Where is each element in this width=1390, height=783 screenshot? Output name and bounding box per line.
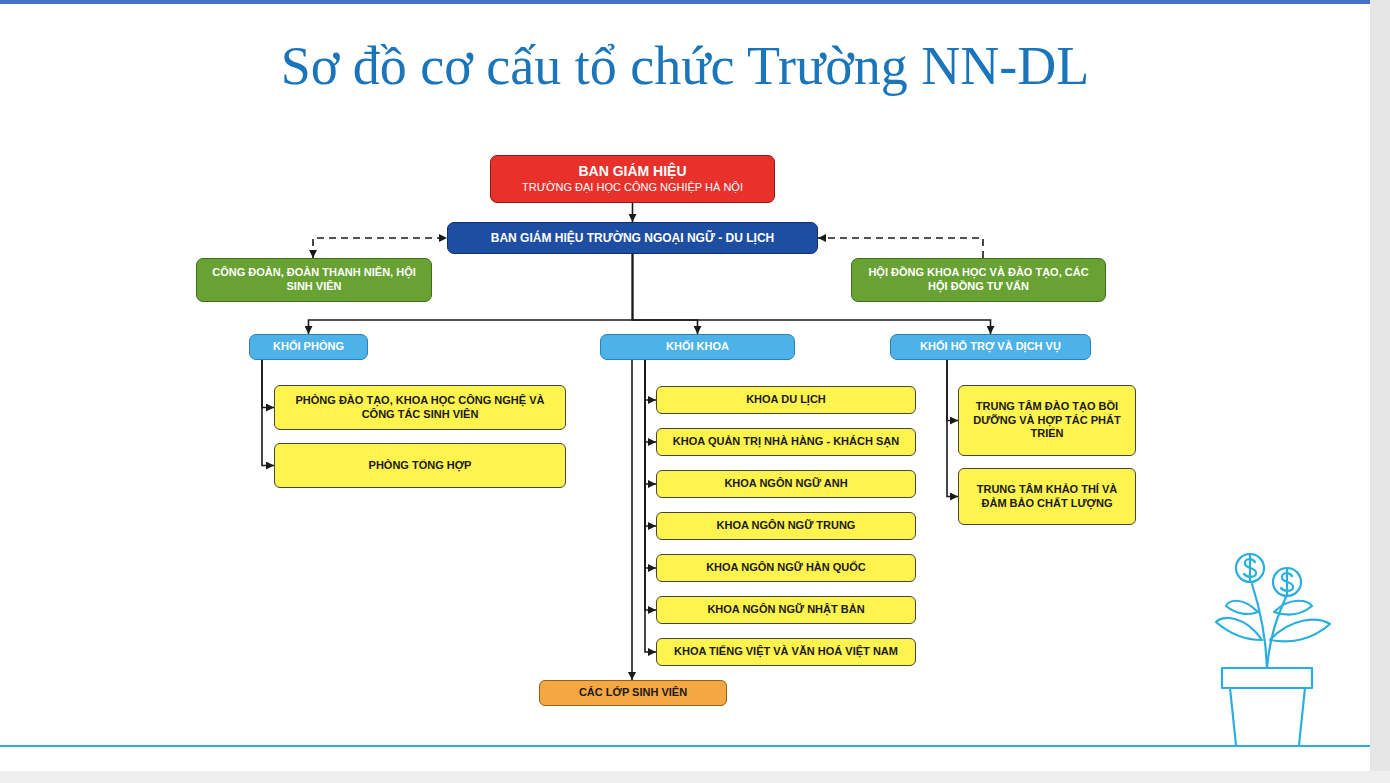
connector-arrow — [645, 360, 656, 400]
connector-arrow — [262, 360, 274, 408]
union-box: CÔNG ĐOÀN, ĐOÀN THANH NIÊN, HỘI SINH VIÊ… — [196, 258, 432, 302]
connector-arrow — [645, 360, 656, 484]
center-box: TRUNG TÂM ĐÀO TẠO BỒI DƯỠNG VÀ HỢP TÁC P… — [958, 385, 1136, 456]
block-header: KHỐI PHÒNG — [249, 334, 368, 360]
money-plant-icon — [1216, 554, 1330, 745]
node-label: KHỐI HỖ TRỢ VÀ DỊCH VỤ — [920, 340, 1061, 354]
faculty-box: KHOA NGÔN NGỮ HÀN QUỐC — [656, 554, 916, 582]
connector-arrow — [645, 360, 656, 568]
connector-arrow — [633, 254, 698, 334]
connector-arrow — [645, 360, 656, 652]
council-box: HỘI ĐỒNG KHOA HỌC VÀ ĐÀO TẠO, CÁC HỘI ĐỒ… — [851, 258, 1106, 302]
faculty-box: KHOA NGÔN NGỮ NHẬT BẢN — [656, 596, 916, 624]
node-subtitle: TRƯỜNG ĐẠI HỌC CÔNG NGHIỆP HÀ NỘI — [522, 181, 743, 195]
node-label: CÔNG ĐOÀN, ĐOÀN THANH NIÊN, HỘI SINH VIÊ… — [205, 266, 423, 294]
office-box: PHÒNG ĐÀO TẠO, KHOA HỌC CÔNG NGHỆ VÀ CÔN… — [274, 385, 566, 430]
node-label: PHÒNG TỔNG HỢP — [369, 459, 472, 473]
bottom-rule — [0, 745, 1370, 747]
node-label: KHOA NGÔN NGỮ NHẬT BẢN — [707, 603, 864, 617]
center-box: TRUNG TÂM KHẢO THÍ VÀ ĐẢM BẢO CHẤT LƯỢNG — [958, 468, 1136, 525]
dashed-connector — [313, 238, 447, 258]
connector-arrow — [645, 360, 656, 526]
block-header: KHỐI KHOA — [600, 334, 795, 360]
faculty-box: KHOA NGÔN NGỮ ANH — [656, 470, 916, 498]
connector-arrow — [631, 360, 633, 680]
faculty-box: KHOA QUẢN TRỊ NHÀ HÀNG - KHÁCH SẠN — [656, 428, 916, 456]
school-board-box: BAN GIÁM HIỆU TRƯỜNG NGOẠI NGỮ - DU LỊCH — [447, 222, 818, 254]
node-label: KHOA QUẢN TRỊ NHÀ HÀNG - KHÁCH SẠN — [673, 435, 899, 449]
node-label: CÁC LỚP SINH VIÊN — [579, 686, 687, 700]
node-label: TRUNG TÂM KHẢO THÍ VÀ ĐẢM BẢO CHẤT LƯỢNG — [967, 483, 1127, 511]
connector-arrow — [947, 360, 958, 421]
side-strip — [1370, 0, 1390, 783]
top-bar — [0, 0, 1370, 4]
top-board-box: BAN GIÁM HIỆUTRƯỜNG ĐẠI HỌC CÔNG NGHIỆP … — [490, 155, 775, 203]
node-label: PHÒNG ĐÀO TẠO, KHOA HỌC CÔNG NGHỆ VÀ CÔN… — [283, 394, 557, 422]
node-label: KHOA DU LỊCH — [746, 393, 826, 407]
connector-arrow — [645, 360, 656, 610]
node-label: HỘI ĐỒNG KHOA HỌC VÀ ĐÀO TẠO, CÁC HỘI ĐỒ… — [860, 266, 1097, 294]
node-label: KHOA TIẾNG VIỆT VÀ VĂN HOÁ VIỆT NAM — [674, 645, 898, 659]
faculty-box: KHOA TIẾNG VIỆT VÀ VĂN HOÁ VIỆT NAM — [656, 638, 916, 666]
office-box: PHÒNG TỔNG HỢP — [274, 443, 566, 488]
connector-arrow — [632, 203, 634, 222]
connector-arrow — [262, 360, 274, 466]
node-label: KHỐI PHÒNG — [273, 340, 344, 354]
student-class-box: CÁC LỚP SINH VIÊN — [539, 680, 727, 706]
faculty-box: KHOA DU LỊCH — [656, 386, 916, 414]
dashed-connector — [818, 238, 983, 258]
node-label: KHOA NGÔN NGỮ TRUNG — [717, 519, 856, 533]
connector-arrow — [645, 360, 656, 442]
bottom-strip — [0, 771, 1390, 783]
connector-arrow — [947, 360, 958, 497]
node-label: KHOA NGÔN NGỮ ANH — [724, 477, 847, 491]
slide-title: Sơ đồ cơ cấu tổ chức Trường NN-DL — [0, 34, 1370, 99]
node-label: TRUNG TÂM ĐÀO TẠO BỒI DƯỠNG VÀ HỢP TÁC P… — [967, 400, 1127, 441]
block-header: KHỐI HỖ TRỢ VÀ DỊCH VỤ — [890, 334, 1091, 360]
node-label: BAN GIÁM HIỆU — [578, 163, 686, 181]
node-label: KHOA NGÔN NGỮ HÀN QUỐC — [706, 561, 866, 575]
node-label: KHỐI KHOA — [666, 340, 729, 354]
node-label: BAN GIÁM HIỆU TRƯỜNG NGOẠI NGỮ - DU LỊCH — [491, 231, 774, 246]
faculty-box: KHOA NGÔN NGỮ TRUNG — [656, 512, 916, 540]
